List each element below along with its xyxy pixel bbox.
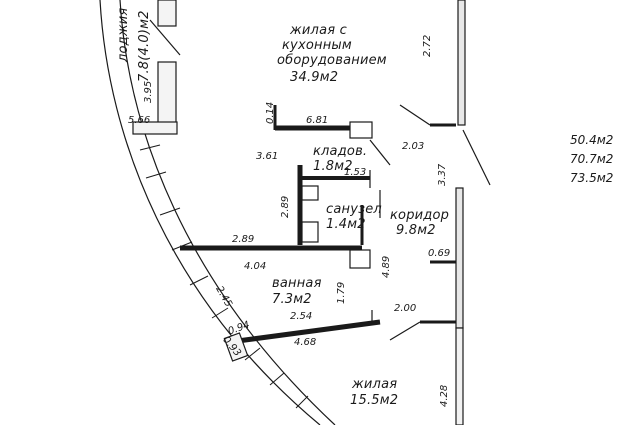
- dim-label: 0.14: [265, 101, 276, 124]
- dim-label: 4.28: [439, 384, 450, 407]
- dim-label: 2.89: [280, 195, 291, 218]
- right-wall-mid: [455, 187, 464, 329]
- outer-curved-wall: [99, 0, 321, 425]
- dim-label: 5.66: [128, 115, 151, 126]
- dim-label: 2.54: [290, 311, 313, 322]
- wc-fixture: [301, 185, 319, 201]
- room-bedroom-area: 15.5м2: [350, 393, 399, 408]
- room-bathroom-name: ванная: [272, 276, 322, 291]
- room-loggia-name: лоджия: [116, 7, 131, 62]
- dim-label: 4.89: [381, 255, 392, 278]
- room-living-kitchen-line2: кухонным: [282, 38, 352, 53]
- dim-label: 1.79: [336, 281, 347, 304]
- room-wc-name: санузел: [326, 202, 382, 217]
- total-area-full: 73.5м2: [570, 171, 614, 185]
- dim-label: 6.81: [306, 115, 329, 126]
- room-wc-area: 1.4м2: [326, 217, 366, 232]
- dim-label: 4.68: [294, 337, 317, 348]
- room-closet-name: кладов.: [313, 144, 368, 159]
- dim-label: 2.72: [422, 34, 433, 57]
- right-wall-top: [457, 0, 466, 126]
- bath-door: [349, 249, 371, 269]
- total-area-living: 50.4м2: [570, 133, 614, 147]
- room-living-kitchen-line1: жилая с: [290, 23, 347, 38]
- dim-label: 4.04: [244, 261, 267, 272]
- dim-label: 3.61: [256, 151, 279, 162]
- room-living-kitchen-area: 34.9м2: [290, 70, 339, 85]
- room-corridor-area: 9.8м2: [396, 223, 436, 238]
- dim-label: 2.03: [402, 141, 425, 152]
- closet-door: [349, 121, 373, 139]
- dim-label: 3.37: [437, 163, 448, 186]
- room-corridor-name: коридор: [390, 208, 450, 223]
- dim-label: 3.95: [143, 80, 154, 103]
- right-wall-bottom: [455, 327, 464, 425]
- dim-label: 0.69: [428, 248, 451, 259]
- total-area-general: 70.7м2: [570, 152, 614, 166]
- dim-label: 1.53: [344, 167, 367, 178]
- outer-curved-wall-inner: [119, 0, 336, 425]
- room-bedroom-name: жилая: [352, 377, 398, 392]
- room-loggia-area: 7.8(4.0)м2: [137, 10, 152, 82]
- room-closet-area: 1.8м2: [313, 159, 353, 174]
- room-bathroom-area: 7.3м2: [272, 292, 312, 307]
- room-living-kitchen-line3: оборудованием: [277, 53, 387, 68]
- dim-label: 2.89: [232, 234, 255, 245]
- loggia-wall-top: [157, 0, 177, 27]
- dim-label: 2.00: [394, 303, 417, 314]
